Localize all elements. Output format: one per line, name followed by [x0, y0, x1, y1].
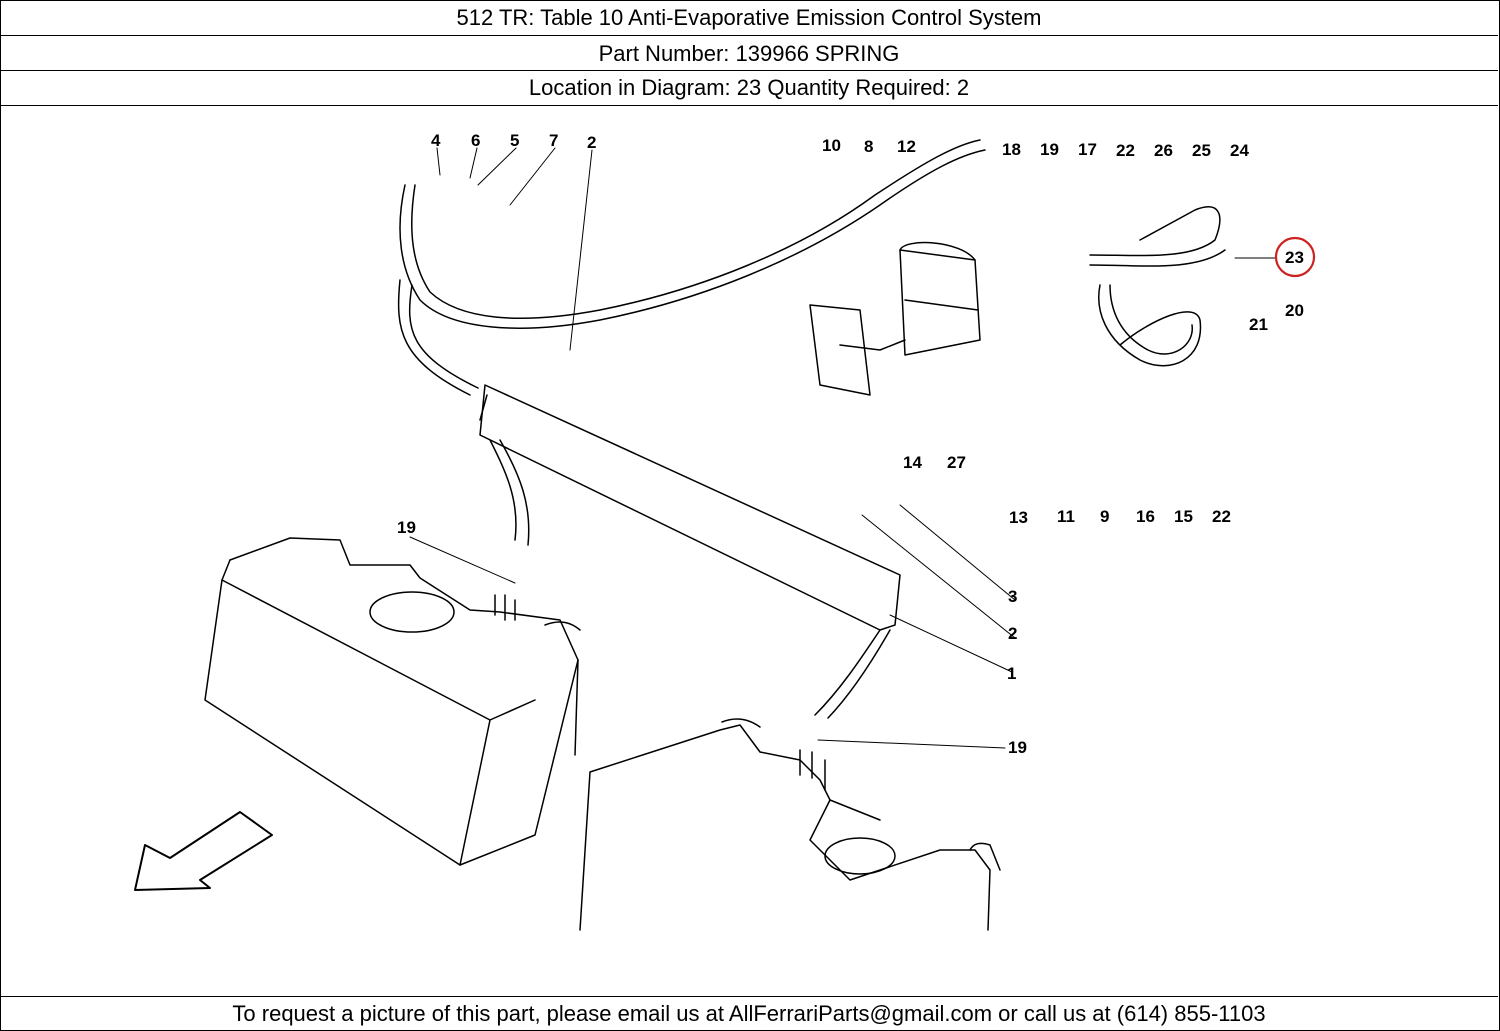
callout-label: 8	[864, 137, 873, 156]
page-title: 512 TR: Table 10 Anti-Evaporative Emissi…	[0, 0, 1498, 36]
diagram-location: Location in Diagram: 23 Quantity Require…	[0, 71, 1498, 106]
direction-arrow	[134, 811, 273, 891]
callout-label: 20	[1285, 301, 1304, 320]
callout-labels: 4 6 5 7 2 10 8 12 18 19 17 22 26 25 24 2…	[397, 131, 1304, 757]
callout-label: 6	[471, 131, 480, 150]
callout-label: 14	[903, 453, 922, 472]
callout-label: 4	[431, 131, 441, 150]
callout-label: 27	[947, 453, 966, 472]
callout-label: 3	[1008, 587, 1017, 606]
hose-loop	[1089, 206, 1226, 367]
callout-label: 18	[1002, 140, 1021, 159]
callout-label: 22	[1212, 507, 1231, 526]
callout-label: 16	[1136, 507, 1155, 526]
leader-lines	[409, 147, 1276, 749]
callout-label: 10	[822, 136, 841, 155]
callout-label: 19	[397, 518, 416, 537]
crossover-pipe	[479, 384, 901, 631]
callout-label: 19	[1040, 140, 1059, 159]
footer-contact: To request a picture of this part, pleas…	[0, 996, 1498, 1030]
callout-label: 1	[1007, 664, 1016, 683]
callout-label: 7	[549, 131, 558, 150]
callout-label: 2	[1008, 624, 1017, 643]
callout-label: 5	[510, 131, 519, 150]
vent-hose	[397, 139, 986, 396]
callout-label: 22	[1116, 141, 1135, 160]
highlight-circle	[1274, 236, 1316, 278]
callout-label: 21	[1249, 315, 1268, 334]
callout-label: 15	[1174, 507, 1193, 526]
left-fuel-tank	[204, 537, 581, 866]
callout-label: 12	[897, 137, 916, 156]
callout-label: 11	[1057, 507, 1075, 526]
callout-label: 19	[1008, 738, 1027, 757]
carbon-canister	[809, 241, 981, 396]
callout-label: 25	[1192, 141, 1211, 160]
tank-hoses	[489, 439, 891, 719]
callout-label: 26	[1154, 141, 1173, 160]
highlighted-callout: 23	[1285, 248, 1304, 267]
right-fuel-tank	[579, 718, 1001, 931]
parts-diagram: 4 6 5 7 2 10 8 12 18 19 17 22 26 25 24 2…	[134, 131, 1316, 931]
callout-label: 17	[1078, 140, 1097, 159]
callout-label: 24	[1230, 141, 1249, 160]
callout-label: 2	[587, 133, 596, 152]
callout-label: 13	[1009, 508, 1028, 527]
callout-label: 9	[1100, 507, 1109, 526]
part-number: Part Number: 139966 SPRING	[0, 36, 1498, 71]
